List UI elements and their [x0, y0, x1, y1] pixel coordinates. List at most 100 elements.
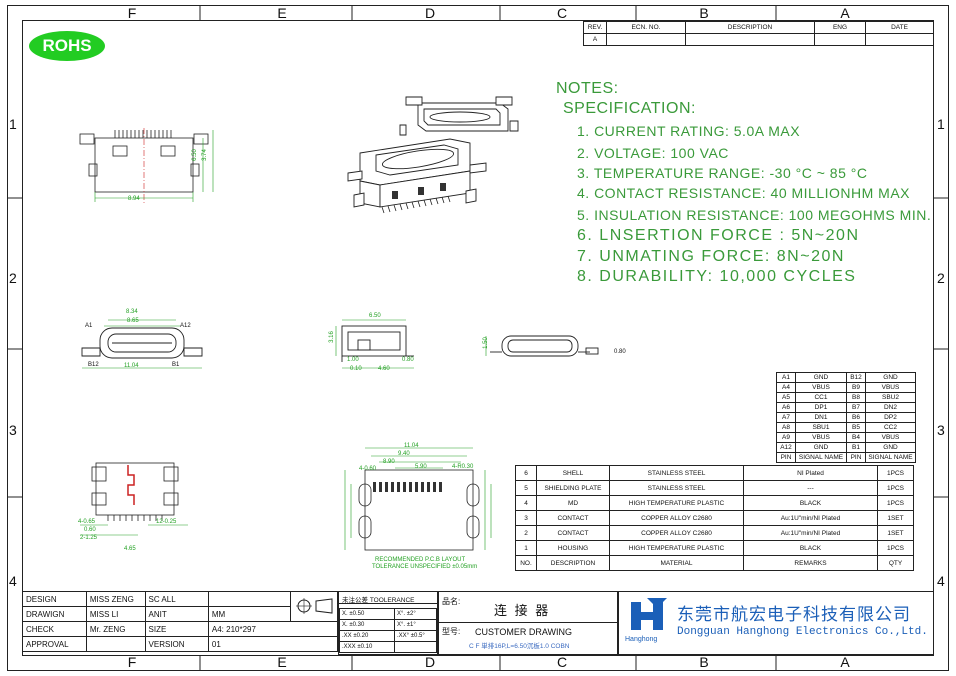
- dim-pcb-r1: 4-R0.30: [452, 464, 474, 470]
- bom-cell: HOUSING: [536, 540, 610, 556]
- tb-label: VERSION: [144, 636, 209, 652]
- row-number-right: 2: [937, 270, 945, 286]
- bom-cell: 5: [515, 480, 537, 496]
- pin-header: PIN: [776, 452, 796, 463]
- dim-front-w3: 11.04: [124, 363, 139, 369]
- bom-cell: HIGH TEMPERATURE PLASTIC: [609, 540, 744, 556]
- rev-header: ENG: [814, 21, 866, 34]
- row-number-left: 1: [9, 116, 17, 132]
- bom-cell: SHIELDING PLATE: [536, 480, 610, 496]
- pin-cell: B9: [846, 382, 866, 393]
- pin-cell: A6: [776, 402, 796, 413]
- row-number-left: 2: [9, 270, 17, 286]
- bom-cell: 1SET: [877, 525, 914, 541]
- tol-cell: .XX° ±0.5°: [394, 630, 437, 642]
- pin-cell: B8: [846, 392, 866, 403]
- tb-label: SC ALL: [144, 591, 209, 607]
- col-letter-top: E: [277, 5, 287, 21]
- tol-cell: X. ±0.30: [339, 619, 395, 631]
- tb-label: SIZE: [144, 621, 209, 637]
- bom-cell: BLACK: [743, 540, 878, 556]
- product-block: 品名: 连 接 器 型号: CUSTOMER DRAWING C F 単排16P…: [438, 591, 618, 655]
- rev-cell: [814, 33, 866, 46]
- logo-text: Hanghong: [625, 636, 658, 643]
- pcb-note-1: RECOMMENDED P.C.B LAYOUT: [375, 557, 466, 563]
- company-name-cn: 东莞市航宏电子科技有限公司: [677, 605, 911, 624]
- dim-bot-b: 0.60: [84, 527, 96, 533]
- pin-cell: B5: [846, 422, 866, 433]
- drawing-frame-inner: [22, 20, 934, 656]
- notes-subtitle: SPECIFICATION:: [563, 100, 696, 117]
- tb-label: DESIGN: [22, 591, 87, 607]
- rev-header: REV.: [583, 21, 607, 34]
- company-block: Hanghong 东莞市航宏电子科技有限公司 Dongguan Hanghong…: [618, 591, 934, 655]
- bom-header: NO.: [515, 555, 537, 571]
- tol-cell: .XX ±0.20: [339, 630, 395, 642]
- tol-head-cn: 未注公差: [342, 597, 368, 604]
- tol-cell: X°. ±1°: [394, 619, 437, 631]
- bom-cell: COPPER ALLOY C2680: [609, 510, 744, 526]
- bom-cell: 1: [515, 540, 537, 556]
- rohs-text: ROHS: [42, 36, 92, 55]
- dim-pcb-w2: 9.40: [398, 451, 410, 457]
- bom-cell: 1SET: [877, 510, 914, 526]
- rev-cell: [606, 33, 686, 46]
- tol-cell: X. ±0.50: [339, 608, 395, 620]
- col-letter-bottom: F: [127, 654, 137, 670]
- pin-cell: B4: [846, 432, 866, 443]
- label-b1: B1: [172, 362, 180, 368]
- pin-cell: GND: [795, 372, 847, 383]
- dim-front-w1: 8.34: [126, 309, 138, 315]
- model-label: 型号:: [442, 627, 461, 636]
- bom-cell: ---: [743, 480, 878, 496]
- dim-top-h1: 6.50: [191, 149, 198, 161]
- rohs-badge: ROHS: [29, 31, 105, 61]
- top-view-drawing: [79, 128, 214, 203]
- dim-bot-a: 4-0.65: [78, 519, 96, 525]
- bom-cell: STAINLESS STEEL: [609, 465, 744, 481]
- tb-value: 01: [207, 636, 339, 652]
- dim-front-w2: 8.65: [127, 318, 139, 324]
- note-item: 2. VOLTAGE: 100 VAC: [577, 145, 729, 161]
- col-letter-bottom: D: [424, 654, 436, 670]
- label-b12: B12: [88, 362, 99, 368]
- pin-cell: CC1: [795, 392, 847, 403]
- dim-end-flat: 0.80: [614, 349, 626, 355]
- dim-bot-c: 2-1.25: [80, 535, 98, 541]
- pin-cell: A9: [776, 432, 796, 443]
- pin-cell: B1: [846, 442, 866, 453]
- label-a1: A1: [85, 323, 93, 329]
- pin-cell: DN1: [795, 412, 847, 423]
- pin-header: PIN: [846, 452, 866, 463]
- pin-cell: GND: [795, 442, 847, 453]
- bom-cell: HIGH TEMPERATURE PLASTIC: [609, 495, 744, 511]
- row-number-right: 1: [937, 116, 945, 132]
- bom-header: MATERIAL: [609, 555, 744, 571]
- pin-cell: A7: [776, 412, 796, 423]
- pin-cell: A4: [776, 382, 796, 393]
- pin-cell: VBUS: [795, 382, 847, 393]
- bom-header: DESCRIPTION: [536, 555, 610, 571]
- pin-cell: SBU1: [795, 422, 847, 433]
- bom-cell: 3: [515, 510, 537, 526]
- dim-pcb-w: 11.04: [404, 443, 419, 449]
- side-view-drawing: [335, 319, 414, 369]
- label-a12: A12: [180, 323, 191, 329]
- col-letter-top: F: [127, 5, 137, 21]
- bom-header: REMARKS: [743, 555, 878, 571]
- bom-cell: 1PCS: [877, 465, 914, 481]
- end-view-drawing: [485, 335, 599, 357]
- bom-cell: 1PCS: [877, 480, 914, 496]
- col-letter-bottom: E: [277, 654, 287, 670]
- pin-cell: DP2: [865, 412, 916, 423]
- dim-bot-e: 12-0.25: [156, 519, 177, 525]
